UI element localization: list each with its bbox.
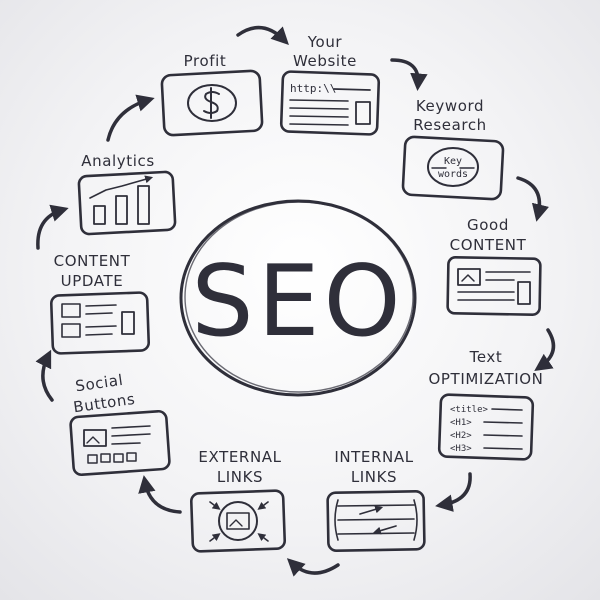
step-label-line-1: CONTENT [54, 252, 131, 270]
step-good-content: Good CONTENT [446, 216, 542, 316]
center-circle [179, 199, 417, 397]
arrow-website-to-keyword [390, 58, 428, 91]
browser-window-icon: http:\\ [289, 82, 371, 126]
step-label-line-2: Research [413, 116, 487, 134]
bar-chart-icon [89, 175, 154, 225]
step-label-line-2: UPDATE [61, 272, 124, 290]
step-external-links: EXTERNAL LINKS [189, 448, 287, 553]
website-card [279, 70, 381, 136]
keyword-card [401, 135, 505, 201]
arrow-content-to-text [534, 328, 556, 371]
center-circle-sketch [184, 201, 414, 393]
dollar-coin-icon [187, 84, 237, 122]
social-card [69, 409, 171, 477]
svg-text:Key: Key [444, 156, 462, 167]
step-label: Profit [184, 52, 227, 70]
step-label: Analytics [81, 152, 155, 170]
step-label-line-1: Good [467, 216, 509, 234]
step-internal-links: INTERNAL LINKS [326, 448, 426, 552]
step-label-line-1: Your [307, 33, 343, 51]
profit-card [160, 69, 264, 137]
content-card [446, 256, 542, 316]
arrow-update-to-analytics [36, 204, 69, 250]
step-text-optimization: Text OPTIMIZATION <title> <H1> <H2> <H3> [429, 348, 544, 461]
external-links-icon [209, 501, 269, 542]
internal-links-icon [334, 499, 418, 541]
html-tags-icon: <title> <H1> <H2> <H3> [450, 405, 523, 454]
text-opt-card [437, 393, 535, 461]
social-share-icon [83, 425, 151, 464]
content-update-icon [61, 303, 135, 338]
svg-text:<H2>: <H2> [450, 431, 472, 441]
step-your-website: Your Website http:\\ [279, 33, 381, 136]
svg-text:<title>: <title> [450, 405, 489, 415]
step-label-line-1: Keyword [416, 97, 484, 115]
arrow-external-to-social [138, 475, 182, 514]
step-analytics: Analytics [77, 152, 177, 236]
arrow-analytics-to-profit [106, 94, 155, 142]
step-label-line-2: LINKS [351, 468, 397, 486]
arrow-keyword-to-content [516, 176, 549, 222]
step-label-line-2: Website [293, 52, 357, 70]
keyword-bubble-icon: Key words [427, 147, 479, 187]
external-card [189, 489, 287, 553]
document-layout-icon [457, 268, 531, 305]
arrow-social-to-update [35, 349, 54, 402]
step-label-line-2: CONTENT [450, 236, 527, 254]
step-content-update: CONTENT UPDATE [49, 252, 151, 355]
internal-card [326, 490, 426, 552]
step-label-line-2: LINKS [217, 468, 263, 486]
step-keyword-research: Keyword Research Key words [401, 97, 505, 201]
svg-text:<H3>: <H3> [450, 444, 472, 454]
step-social-buttons: Social Buttons [69, 371, 171, 477]
arrow-internal-to-external [286, 558, 340, 577]
analytics-card [77, 170, 177, 236]
step-profit: Profit [160, 52, 264, 137]
svg-text:words: words [438, 169, 468, 180]
center-label: SEO [191, 245, 404, 359]
step-label-line-1: Text [469, 348, 503, 366]
cycle-arrows [35, 25, 556, 577]
arrow-text-to-internal [435, 472, 472, 512]
svg-text:<H1>: <H1> [450, 418, 472, 428]
url-text: http:\\ [290, 82, 336, 95]
seo-center: SEO [179, 199, 417, 397]
step-label-line-1: EXTERNAL [198, 448, 281, 466]
update-card [49, 291, 151, 355]
step-label-line-2: OPTIMIZATION [429, 370, 544, 388]
step-label-line-1: INTERNAL [334, 448, 413, 466]
arrow-profit-to-website [236, 25, 289, 45]
